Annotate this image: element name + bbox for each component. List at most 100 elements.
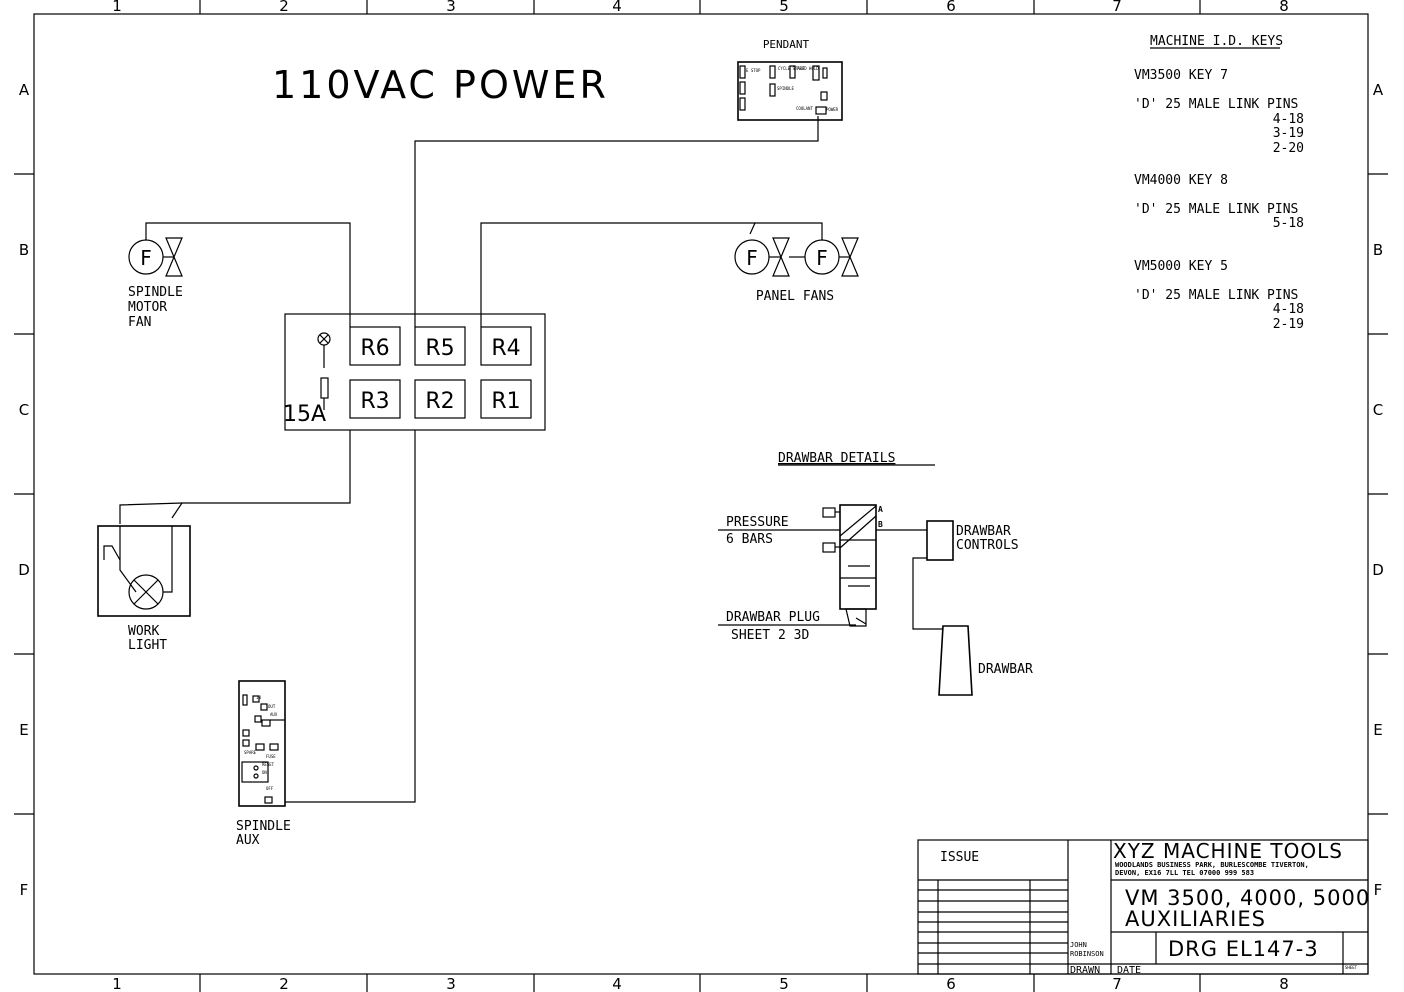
aux-label-7: ON (262, 770, 267, 775)
issue-label: ISSUE (940, 850, 979, 865)
drawing-title-2: AUXILIARIES (1125, 907, 1266, 931)
grid-col-bottom-2: 2 (279, 975, 289, 992)
aux-label-1: IN (256, 695, 261, 700)
work-light: WORK LIGHT (97, 525, 191, 653)
aux-label-4: SPARE (244, 750, 257, 755)
key-1-pin-1: 4-18 (1273, 112, 1304, 127)
relay-r6-label: R6 (360, 336, 389, 361)
relay-r5-label: R5 (425, 336, 454, 361)
panel-fan-1-letter: F (746, 246, 758, 270)
grid-row-left-a: A (19, 81, 30, 99)
drawn-by-2: ROBINSON (1070, 950, 1104, 958)
pendant-button-label-3: FEED HOLD (797, 66, 819, 71)
pressure-label-2: 6 BARS (726, 532, 773, 547)
grid-col-bottom-6: 6 (946, 975, 956, 992)
port-a-label: A (878, 505, 883, 514)
grid-row-right-e: E (1373, 721, 1382, 739)
key-3-pin-2: 2-19 (1273, 317, 1304, 332)
key-2-pin-1: 5-18 (1273, 216, 1304, 231)
key-2-pins-label: 'D' 25 MALE LINK PINS (1134, 202, 1298, 217)
aux-label-3: AUX (270, 712, 278, 717)
key-1-model: VM3500 KEY 7 (1134, 68, 1228, 83)
spindle-motor-fan-label-1: SPINDLE (128, 285, 183, 300)
grid-col-bottom-8: 8 (1279, 975, 1289, 992)
pressure-label-1: PRESSURE (726, 515, 789, 530)
relay-box: 15A R6 R5 R4 R3 R2 R1 (283, 313, 546, 431)
drawbar-details: DRAWBAR DETAILS PRESSURE 6 BARS A B DRAW… (718, 451, 1033, 696)
grid-row-right-c: C (1373, 401, 1383, 419)
relay-r2 (414, 379, 466, 419)
grid-row-left-b: B (19, 241, 29, 259)
fuse-rating: 15A (283, 402, 326, 427)
key-1-pins-label: 'D' 25 MALE LINK PINS (1134, 97, 1298, 112)
panel-fans: F F PANEL FANS (734, 237, 859, 304)
drawbar-label: DRAWBAR (978, 662, 1033, 677)
panel-fan-2-letter: F (816, 246, 828, 270)
grid-col-top-7: 7 (1112, 0, 1122, 15)
key-1-pin-3: 2-20 (1273, 141, 1304, 156)
drawing-border: 1 2 3 4 5 6 7 8 1 2 3 4 5 6 7 8 A B C D … (14, 0, 1388, 992)
drawn-label: DRAWN (1070, 965, 1100, 976)
grid-col-top-6: 6 (946, 0, 956, 15)
pendant: PENDANT E STOP CYCLE START FEED HOLD SPI… (737, 38, 843, 121)
drawbar-plug-label-1: DRAWBAR PLUG (726, 610, 820, 625)
spindle-aux-label-1: SPINDLE (236, 819, 291, 834)
company-address-2: DEVON, EX16 7LL TEL 07000 999 583 (1115, 869, 1254, 877)
panel-fans-label: PANEL FANS (756, 289, 834, 304)
relay-r4 (480, 326, 532, 366)
spindle-aux: IN OUT AUX SPARE FUSE RESET ON OFF SPIND… (236, 680, 291, 848)
grid-col-top-8: 8 (1279, 0, 1289, 15)
grid-col-bottom-3: 3 (446, 975, 456, 992)
relay-r3 (349, 379, 401, 419)
drawn-by-1: JOHN (1070, 941, 1087, 949)
grid-col-bottom-4: 4 (612, 975, 622, 992)
grid-row-right-b: B (1373, 241, 1383, 259)
pendant-button-label-1: E STOP (746, 68, 761, 73)
grid-row-right-d: D (1372, 561, 1384, 579)
pendant-button-label-5: COOLANT (796, 106, 813, 111)
date-label: DATE (1117, 965, 1141, 976)
port-b-label: B (878, 520, 883, 529)
pendant-button-label-2: CYCLE START (778, 66, 805, 71)
grid-col-top-1: 1 (112, 0, 122, 15)
grid-col-bottom-5: 5 (779, 975, 789, 992)
grid-row-left-d: D (18, 561, 30, 579)
grid-col-bottom-7: 7 (1112, 975, 1122, 992)
relay-r5 (414, 326, 466, 366)
grid-col-top-5: 5 (779, 0, 789, 15)
relay-r1-label: R1 (491, 389, 520, 414)
aux-label-8: OFF (266, 786, 274, 791)
key-3-pins-label: 'D' 25 MALE LINK PINS (1134, 288, 1298, 303)
pendant-button-label-4: SPINDLE (777, 86, 794, 91)
aux-label-5: FUSE (266, 754, 276, 759)
relay-r3-label: R3 (360, 389, 389, 414)
grid-col-top-2: 2 (279, 0, 289, 15)
spindle-motor-fan: F SPINDLE MOTOR FAN (128, 237, 183, 330)
key-3-pin-1: 4-18 (1273, 302, 1304, 317)
grid-row-left-e: E (19, 721, 28, 739)
company-address-1: WOODLANDS BUSINESS PARK, BURLESCOMBE TIV… (1115, 861, 1309, 869)
sheet-label: SHEET (1345, 965, 1358, 970)
grid-col-top-3: 3 (446, 0, 456, 15)
grid-row-right-a: A (1373, 81, 1384, 99)
relay-r4-label: R4 (491, 336, 520, 361)
company-name: XYZ MACHINE TOOLS (1113, 839, 1343, 863)
spindle-motor-fan-label-3: FAN (128, 315, 151, 330)
drawbar-controls-label-2: CONTROLS (956, 538, 1019, 553)
drawing-heading: 110VAC POWER (272, 63, 609, 107)
spindle-aux-label-2: AUX (236, 833, 260, 848)
work-light-label-1: WORK (128, 624, 159, 639)
grid-col-top-4: 4 (612, 0, 622, 15)
key-2-model: VM4000 KEY 8 (1134, 173, 1228, 188)
fan-letter: F (140, 246, 152, 270)
grid-row-right-f: F (1374, 881, 1383, 899)
title-block: ISSUE XYZ MACHINE TOOLS WOODLANDS BUSINE… (917, 839, 1369, 976)
pendant-label: PENDANT (763, 38, 810, 51)
key-3-model: VM5000 KEY 5 (1134, 259, 1228, 274)
grid-col-bottom-1: 1 (112, 975, 122, 992)
drawbar-heading: DRAWBAR DETAILS (778, 451, 895, 466)
grid-row-left-f: F (20, 881, 29, 899)
aux-label-2: OUT (268, 704, 276, 709)
spindle-motor-fan-label-2: MOTOR (128, 300, 167, 315)
